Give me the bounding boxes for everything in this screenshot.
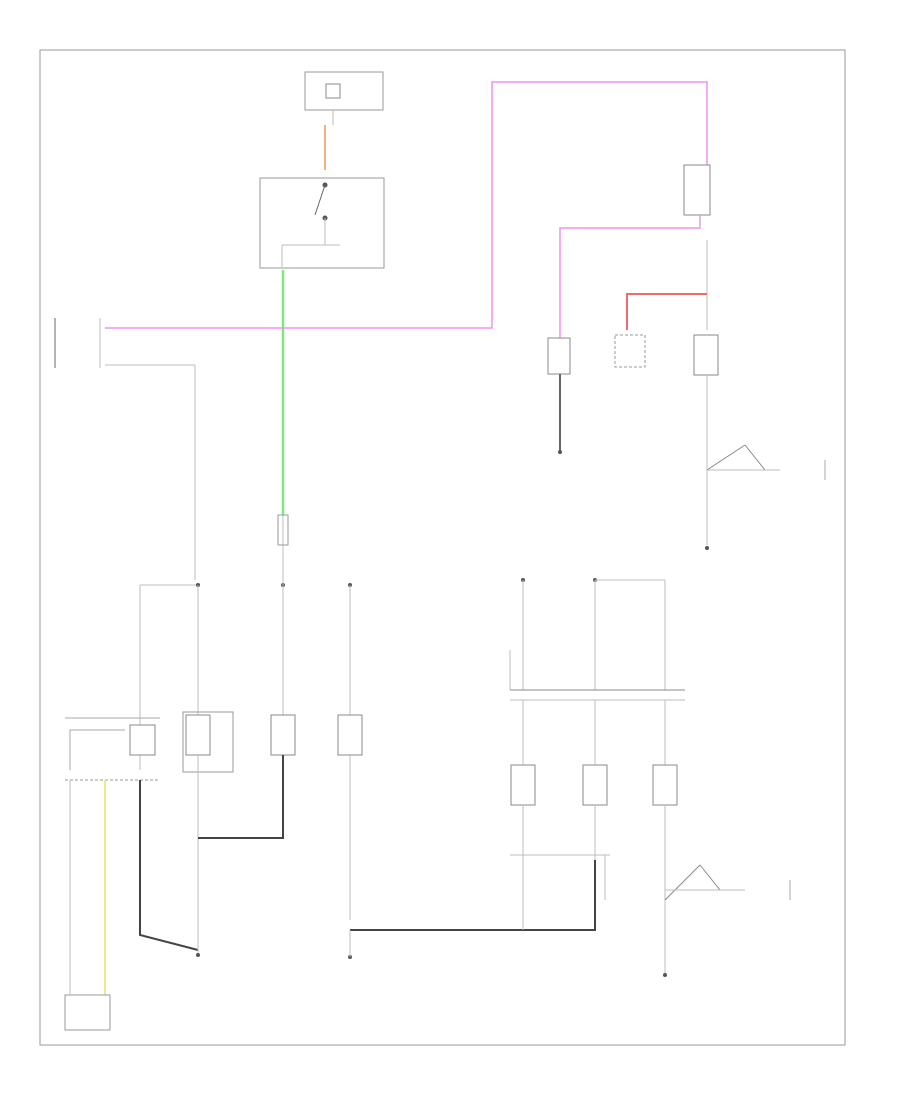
- sensor-left-pair: [547, 334, 646, 454]
- module-left-bottom: [65, 717, 199, 995]
- fuse-block-top: [304, 71, 384, 125]
- relay-bottom-1: [182, 711, 234, 957]
- junction-block-right: [509, 578, 685, 770]
- sensor-right: [693, 334, 826, 550]
- module-bottom-left: [64, 990, 111, 1031]
- wire-pink-branch: [559, 215, 701, 340]
- wire-red: [626, 293, 707, 330]
- control-module-left: [54, 318, 196, 580]
- diagram-frame: [39, 49, 846, 1046]
- middle-connector: [139, 514, 352, 920]
- relay-top-right: [683, 164, 711, 330]
- switch-block: [259, 177, 385, 269]
- relays-bottom-right: [510, 764, 791, 977]
- relay-bottom-2: [198, 714, 296, 839]
- wire-pink: [105, 81, 708, 329]
- relay-bottom-3: [337, 714, 596, 959]
